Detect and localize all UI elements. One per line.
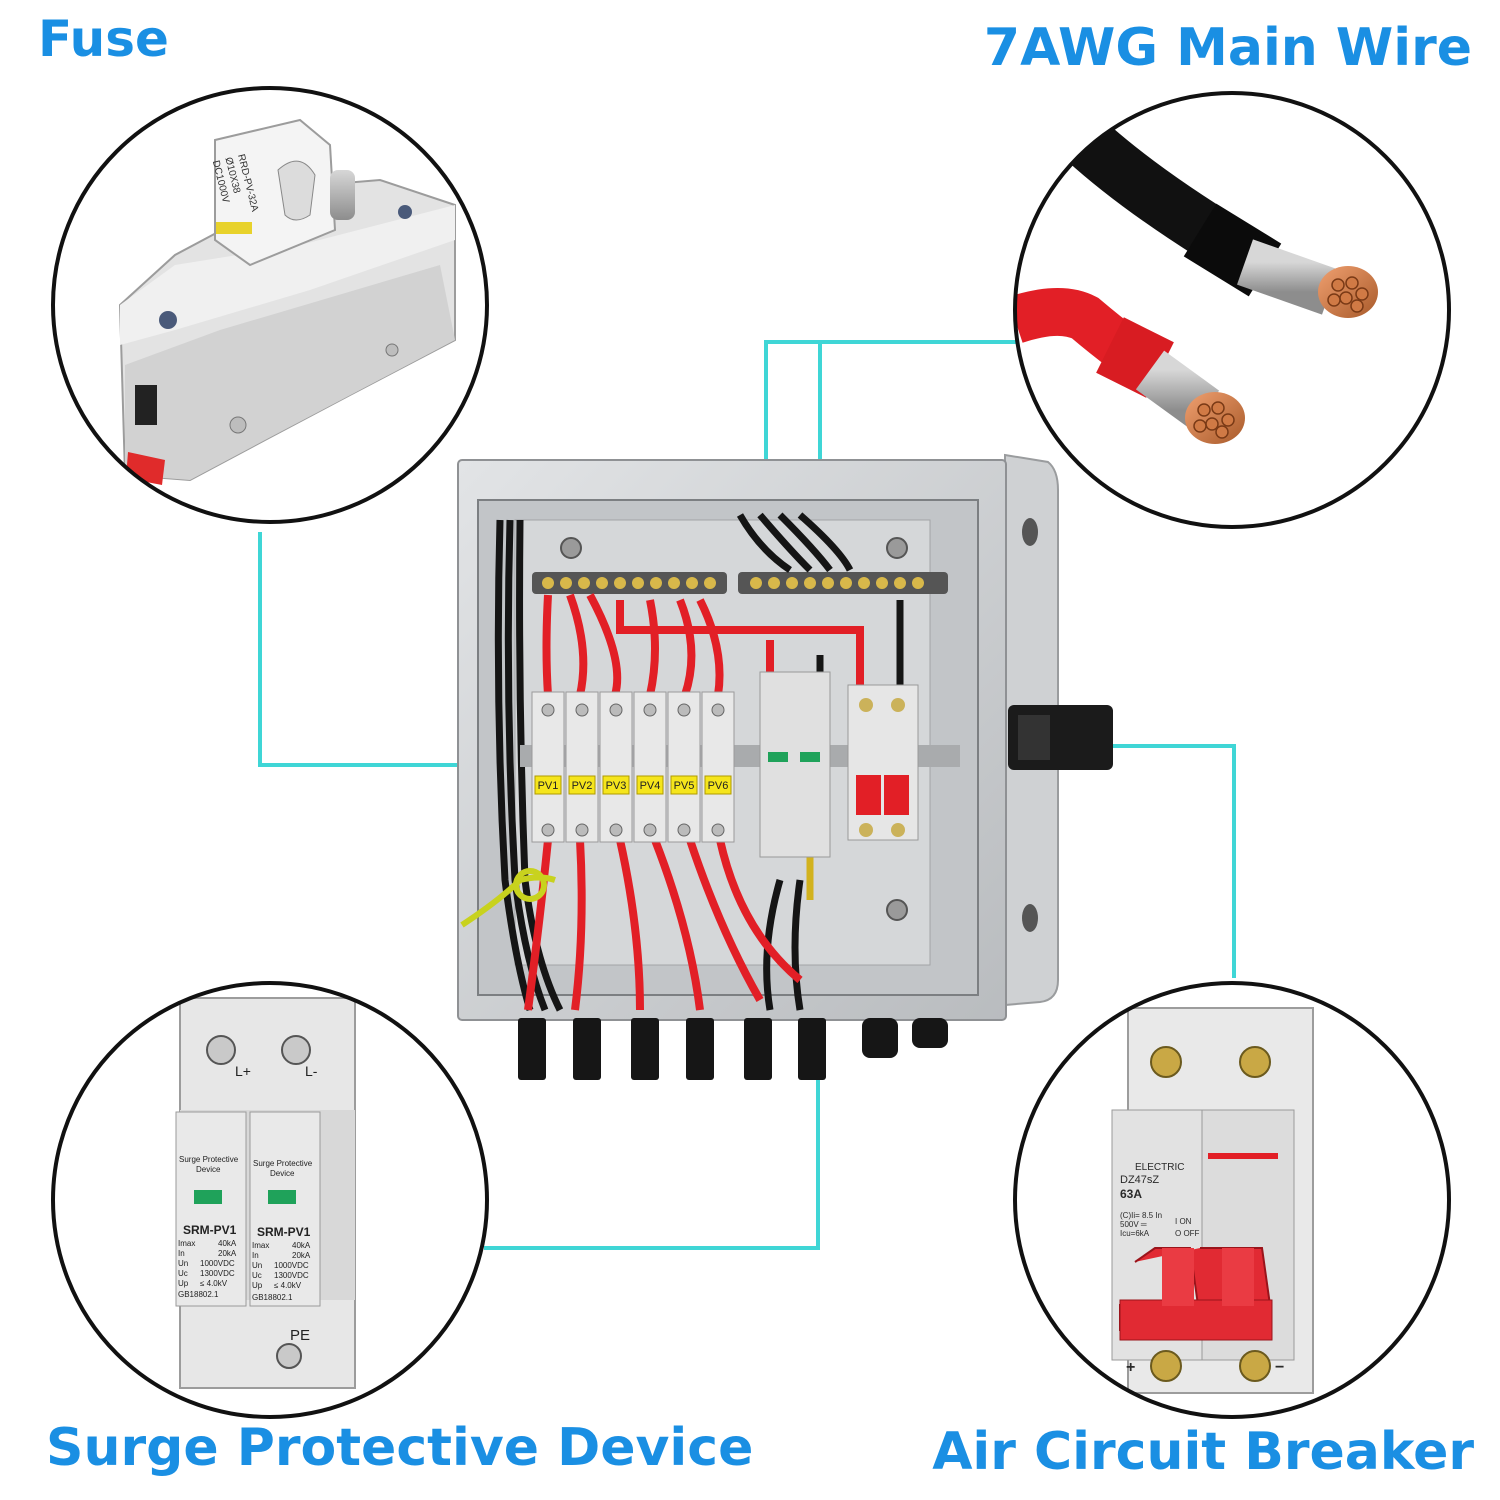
breaker-on-label: I ON (1175, 1217, 1192, 1226)
spd-module-1-in-val: 20kA (218, 1249, 237, 1258)
breaker-in-box (847, 684, 919, 841)
spd-module-1-model: SRM-PV1 (183, 1223, 237, 1237)
spd-module-2-in-val: 20kA (292, 1251, 311, 1260)
breaker-brand: ELECTRIC (1135, 1162, 1184, 1173)
spd-module-2-up-val: ≤ 4.0kV (274, 1281, 302, 1290)
breaker-rating: 63A (1120, 1187, 1142, 1201)
spd-module-1-uc: Uc (178, 1269, 188, 1278)
spd-terminal-neg: L- (305, 1063, 318, 1079)
fuse-detail-view: RRD-PV-32A Ø10X38 DC1000V (51, 86, 489, 524)
breaker-spec-1: (C)Ii= 8.5 In (1120, 1211, 1162, 1220)
fuse-holders: PV1 PV2 PV3 PV4 PV5 PV6 (531, 691, 735, 843)
spd-callout-title: Surge Protective Device (46, 1418, 754, 1478)
spd-module-2-uc-val: 1300VDC (274, 1271, 309, 1280)
spd-module-1-std: GB18802.1 (178, 1290, 219, 1299)
spd-module-1-name2: Device (196, 1165, 221, 1174)
spd-terminal-pos: L+ (235, 1063, 251, 1079)
spd-module-2-model: SRM-PV1 (257, 1225, 311, 1239)
spd-module-2-un-val: 1000VDC (274, 1261, 309, 1270)
spd-module-2-imax-val: 40kA (292, 1241, 311, 1250)
spd-pe-label: PE (290, 1327, 310, 1344)
spd-module-1-imax-val: 40kA (218, 1239, 237, 1248)
spd-module-1-up-val: ≤ 4.0kV (200, 1279, 228, 1288)
spd-module-1-uc-val: 1300VDC (200, 1269, 235, 1278)
spd-module-2-std: GB18802.1 (252, 1293, 293, 1302)
spd-module-1-imax: Imax (178, 1239, 195, 1248)
spd-module-2-uc: Uc (252, 1271, 262, 1280)
breaker-minus-label: − (1275, 1359, 1284, 1376)
breaker-off-label: O OFF (1175, 1229, 1200, 1238)
pv5-label: PV5 (674, 780, 695, 792)
pv6-label: PV6 (708, 780, 729, 792)
breaker-plus-label: + (1126, 1359, 1135, 1376)
spd-module-2-name2: Device (270, 1169, 295, 1178)
spd-in-box (759, 671, 831, 858)
breaker-model: DZ47sZ (1120, 1174, 1159, 1186)
main-wire-callout-title: 7AWG Main Wire (983, 18, 1472, 78)
spd-module-2-un: Un (252, 1261, 262, 1270)
spd-module-1-in: In (178, 1249, 185, 1258)
mc4-connectors (518, 1018, 948, 1080)
combiner-box: PV1 PV2 PV3 PV4 PV5 PV6 (457, 453, 1113, 1080)
pv3-label: PV3 (606, 780, 627, 792)
busbar-positive (532, 572, 727, 594)
spd-module-1-un: Un (178, 1259, 188, 1268)
pv4-label: PV4 (640, 780, 661, 792)
pv1-label: PV1 (538, 780, 559, 792)
spd-detail-view: L+ L- PE Surge Protective Device SRM-PV1… (51, 981, 489, 1419)
main-wire-detail-view (1013, 91, 1451, 529)
spd-module-1-up: Up (178, 1279, 189, 1288)
spd-module-1-un-val: 1000VDC (200, 1259, 235, 1268)
breaker-callout-title: Air Circuit Breaker (932, 1422, 1474, 1482)
breaker-spec-2: 500V ═ (1120, 1220, 1147, 1229)
spd-module-2-imax: Imax (252, 1241, 269, 1250)
spd-module-2-up: Up (252, 1281, 263, 1290)
breaker-detail-view: ELECTRIC DZ47sZ 63A (C)Ii= 8.5 In 500V ═… (1013, 981, 1451, 1419)
red-wires (524, 593, 864, 1011)
fuse-callout-title: Fuse (38, 10, 169, 68)
pv2-label: PV2 (572, 780, 593, 792)
spd-module-1-name: Surge Protective (179, 1155, 239, 1164)
spd-module-2-name: Surge Protective (253, 1159, 313, 1168)
spd-module-2-in: In (252, 1251, 259, 1260)
breaker-spec-3: Icu=6kA (1120, 1229, 1150, 1238)
